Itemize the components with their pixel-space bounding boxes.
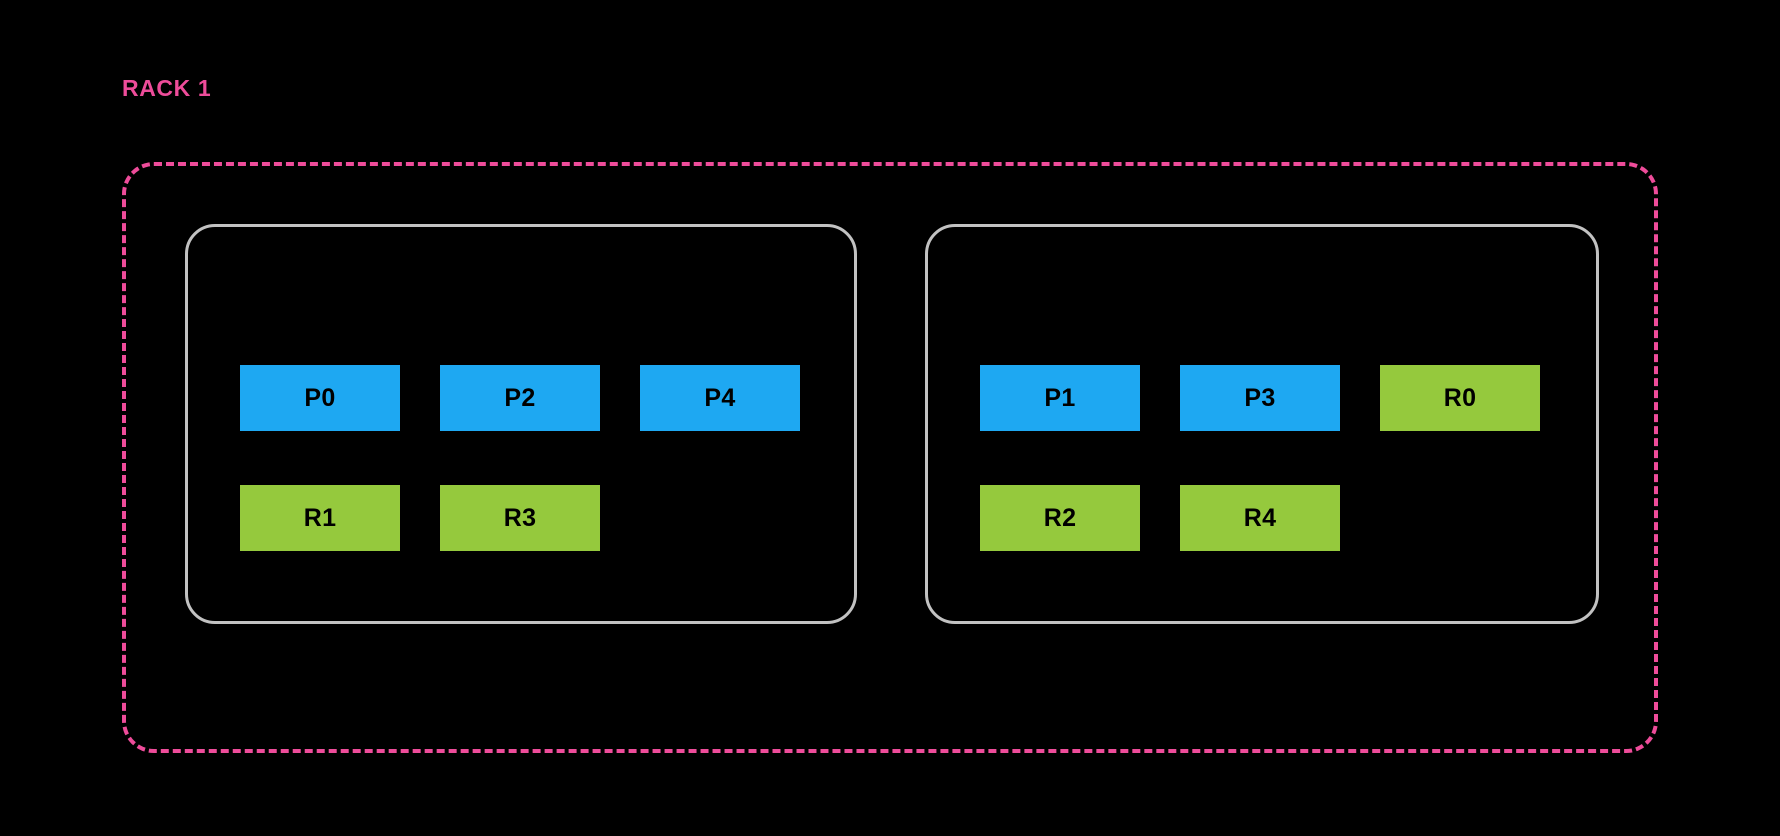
rack-boundary — [122, 162, 1658, 753]
chip-r1: R1 — [240, 485, 400, 551]
chip-p4: P4 — [640, 365, 800, 431]
chip-r3: R3 — [440, 485, 600, 551]
chip-p1: P1 — [980, 365, 1140, 431]
chip-p3: P3 — [1180, 365, 1340, 431]
chip-r2: R2 — [980, 485, 1140, 551]
chip-r4: R4 — [1180, 485, 1340, 551]
node-box-left — [185, 224, 857, 624]
chip-p2: P2 — [440, 365, 600, 431]
rack-label: RACK 1 — [122, 75, 212, 101]
node-box-right — [925, 224, 1599, 624]
chip-p0: P0 — [240, 365, 400, 431]
chip-r0: R0 — [1380, 365, 1540, 431]
